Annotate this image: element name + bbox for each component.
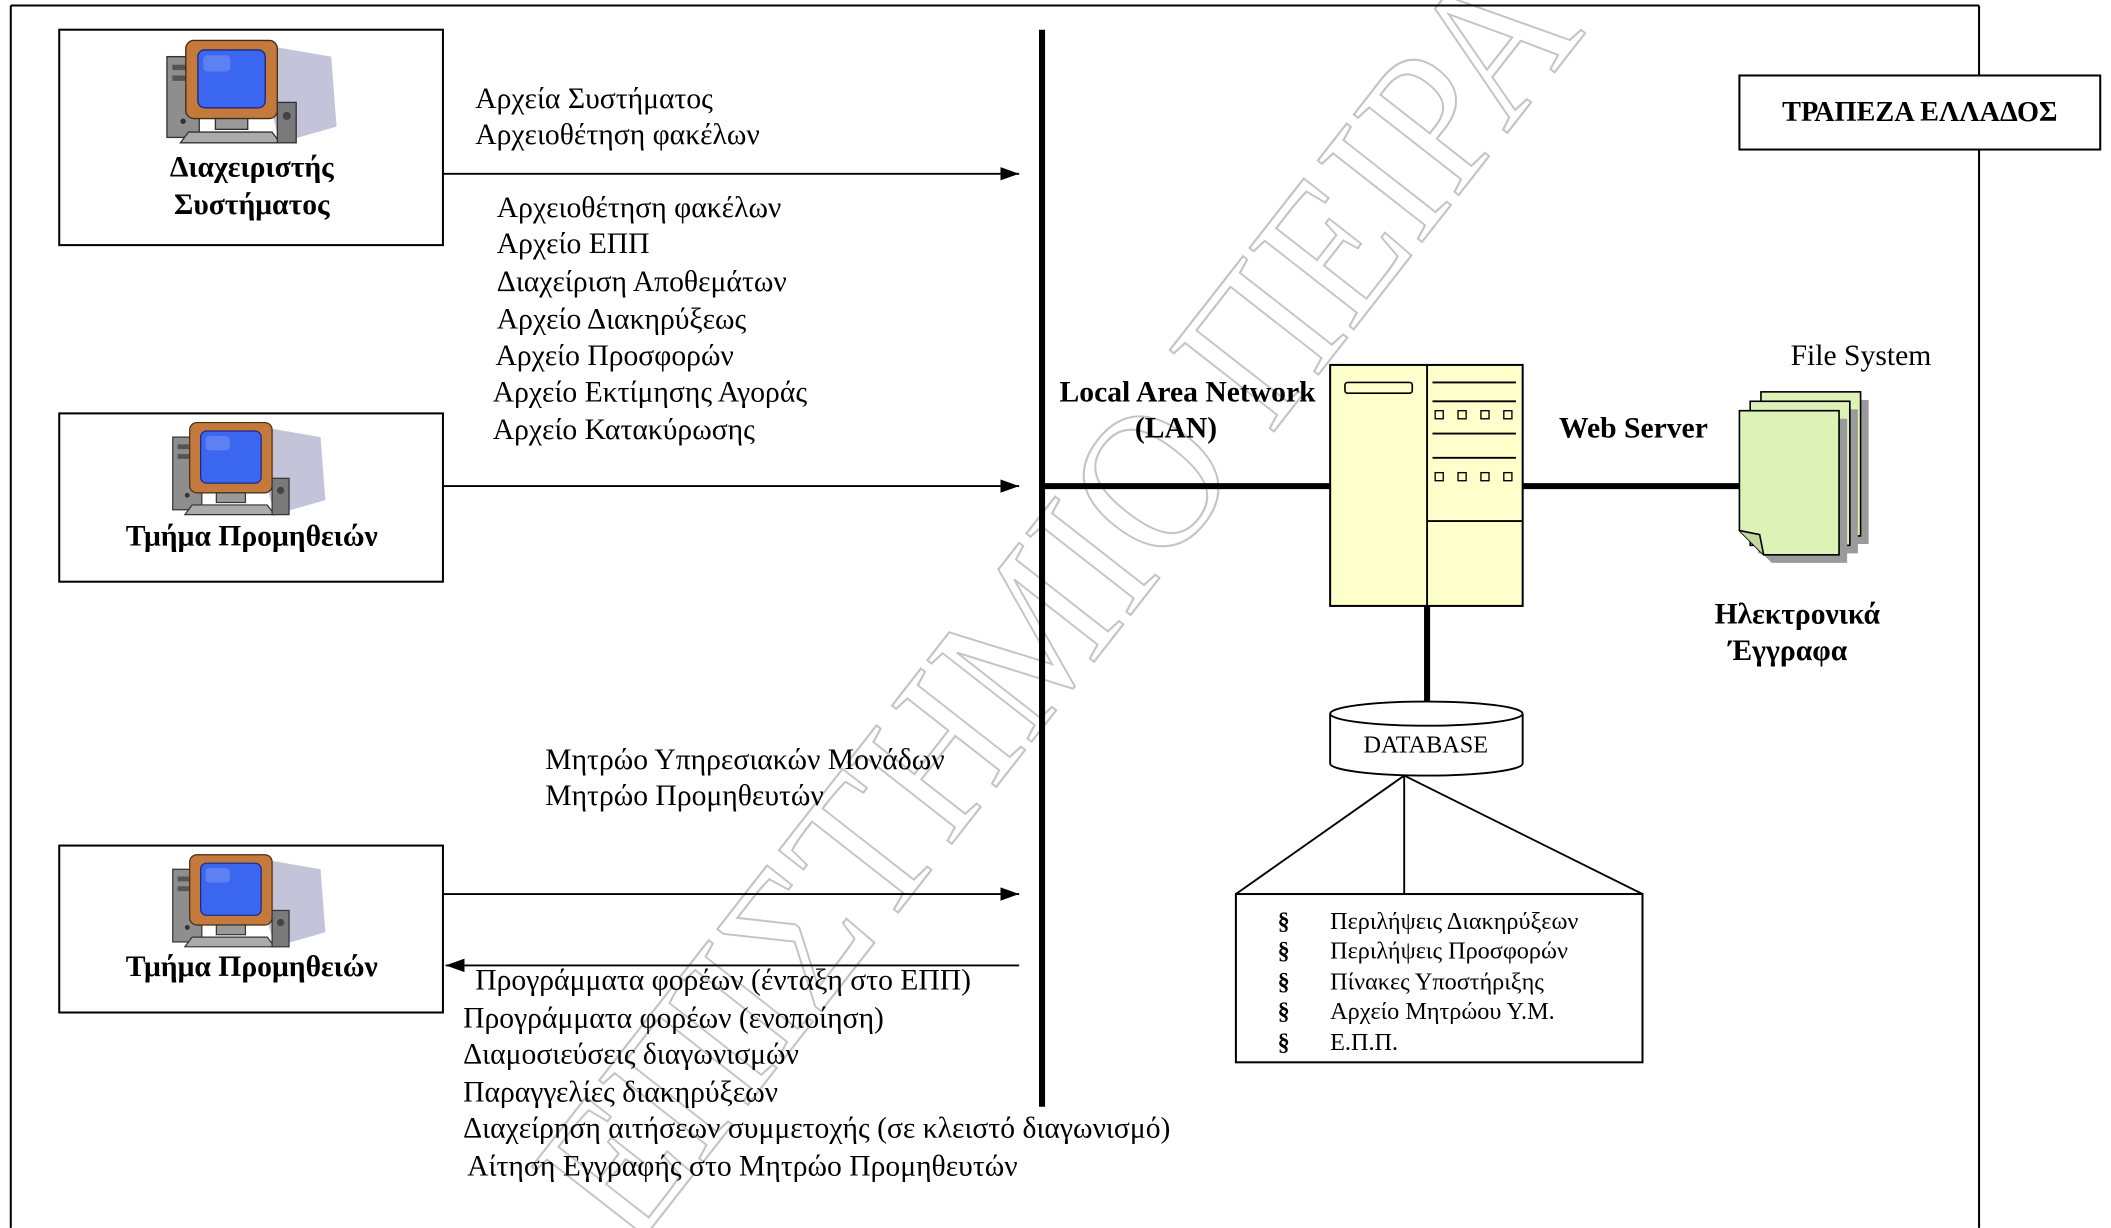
bullet-icon: § [1278, 998, 1290, 1025]
database-item: Πίνακες Υποστήριξης [1330, 969, 1544, 996]
flow-label: Προγράμματα φορέων (ενοποίηση) [463, 1002, 884, 1034]
database-icon [1329, 700, 1524, 777]
database-item: Ε.Π.Π. [1330, 1029, 1398, 1056]
flow-label: Αρχείο ΕΠΠ [497, 228, 650, 260]
database-item: Περιλήψεις Προσφορών [1330, 938, 1568, 965]
document-stack-icon [1738, 391, 1869, 563]
flow-label: Διαχείρηση αιτήσεων συμμετοχής (σε κλεισ… [463, 1113, 1170, 1145]
file-system-label: File System [1791, 340, 1932, 372]
flow-label: Αίτηση Εγγραφής στο Μητρώο Προμηθευτών [467, 1150, 1017, 1182]
server-icon [1329, 363, 1524, 607]
flow-label: Αρχείο Κατακύρωσης [493, 414, 755, 446]
documents-label: Ηλεκτρονικά [1715, 598, 1881, 630]
database-contents: § Περιλήψεις Διακηρύξεων § Περιλήψεις Πρ… [1234, 893, 1644, 1064]
flow-label: Μητρώο Υπηρεσιακών Μονάδων [545, 744, 944, 776]
web-server-label: Web Server [1559, 413, 1708, 445]
flow-labels-procurement-b-out: Μητρώο Υπηρεσιακών Μονάδων Μητρώο Προμηθ… [545, 744, 944, 812]
flow-label: Διαχείριση Αποθεμάτων [497, 266, 787, 298]
outer-frame [9, 4, 1981, 1228]
bullet-icon: § [1278, 938, 1290, 965]
flow-labels-procurement-a: Αρχειοθέτηση φακέλων Αρχείο ΕΠΠ Διαχείρι… [493, 192, 808, 446]
database-item: Αρχείο Μητρώου Υ.Μ. [1330, 998, 1555, 1025]
lan-abbreviation: (LAN) [1135, 413, 1217, 445]
flow-label: Αρχειοθέτηση φακέλων [475, 119, 760, 151]
bullet-icon: § [1278, 1029, 1290, 1056]
bullet-icon: § [1278, 908, 1290, 935]
node-procurement-a: Τμήμα Προμηθειών [58, 412, 444, 583]
flow-label: Αρχείο Διακηρύξεως [497, 304, 747, 336]
flow-label: Μητρώο Προμηθευτών [545, 780, 824, 812]
database-connectors [1235, 774, 1643, 895]
node-label: Διαχειριστής [170, 151, 334, 183]
flow-label: Παραγγελίες διακηρύξεων [463, 1076, 778, 1108]
flow-label: Αρχείο Προσφορών [495, 340, 733, 372]
flow-label: Διαμοσιεύσεις διαγωνισμών [463, 1039, 799, 1071]
node-system-admin: Διαχειριστής Συστήματος [58, 28, 444, 247]
lan-label: Local Area Network [1060, 376, 1317, 408]
node-label: Συστήματος [174, 189, 330, 221]
flow-labels-admin: Αρχεία Συστήματος Αρχειοθέτηση φακέλων [475, 83, 760, 151]
bank-title: ΤΡΑΠΕΖΑ ΕΛΛΑΔΟΣ [1782, 97, 2057, 128]
flow-label: Αρχείο Εκτίμησης Αγοράς [493, 376, 808, 408]
flow-label: Προγράμματα φορέων (ένταξη στο ΕΠΠ) [475, 965, 971, 997]
database-item: Περιλήψεις Διακηρύξεων [1330, 908, 1578, 935]
documents-label: Έγγραφα [1727, 635, 1848, 667]
bank-title-box: ΤΡΑΠΕΖΑ ΕΛΛΑΔΟΣ [1738, 74, 2102, 151]
node-label: Τμήμα Προμηθειών [126, 951, 378, 983]
flow-label: Αρχειοθέτηση φακέλων [497, 192, 782, 224]
flow-labels-procurement-b-in: Προγράμματα φορέων (ένταξη στο ΕΠΠ) Προγ… [463, 965, 1170, 1183]
node-label: Τμήμα Προμηθειών [126, 520, 378, 552]
node-procurement-b: Τμήμα Προμηθειών [58, 844, 444, 1014]
flow-label: Αρχεία Συστήματος [475, 83, 713, 115]
database-label: DATABASE [1363, 732, 1488, 759]
bullet-icon: § [1278, 969, 1290, 996]
database-contents-box [1234, 893, 1644, 1064]
